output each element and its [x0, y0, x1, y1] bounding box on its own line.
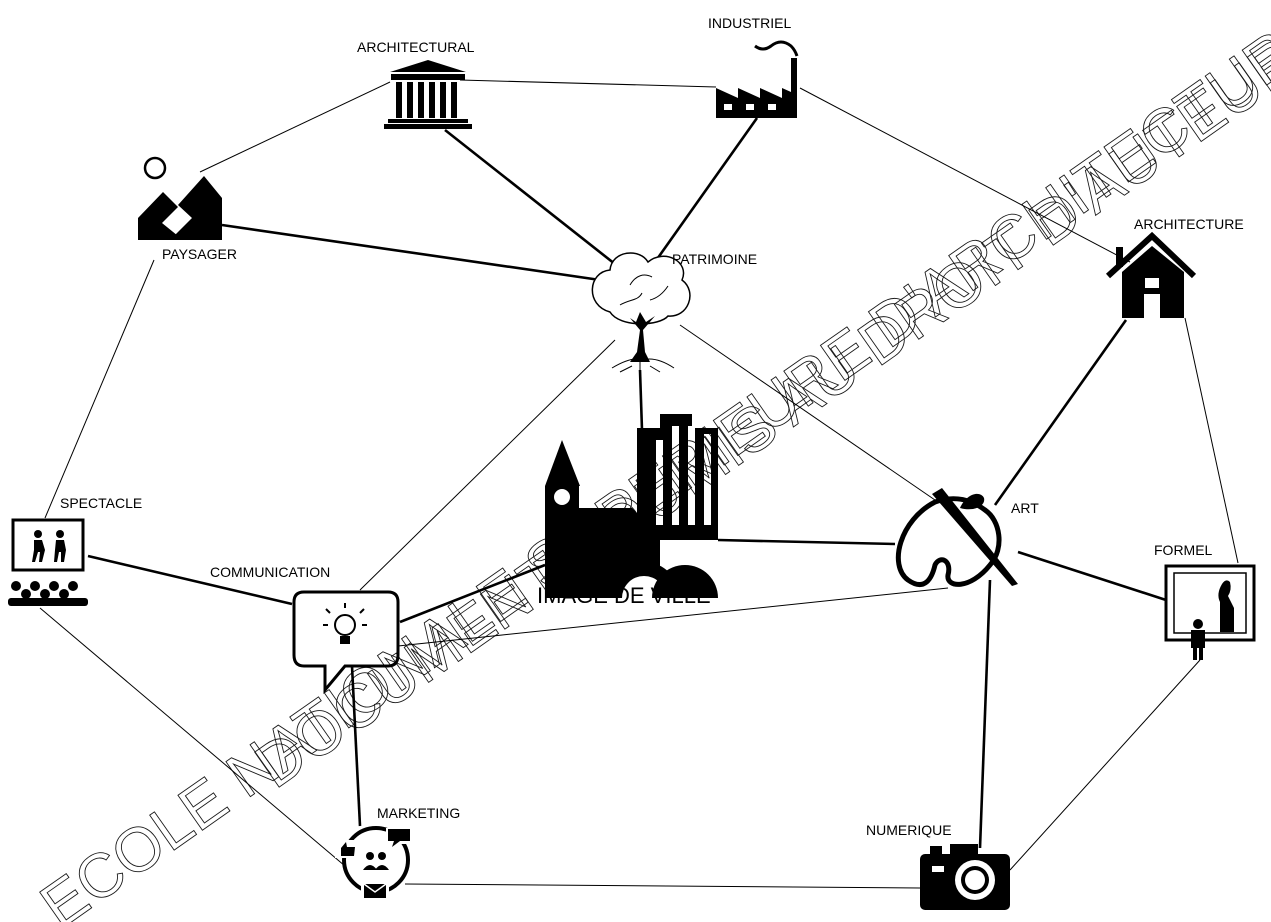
edge-patrimoine-communication [359, 339, 616, 591]
edge-architectural-patrimoine [444, 128, 621, 270]
edge-marketing-numerique [404, 883, 921, 889]
edge-art-formel [1017, 550, 1167, 602]
node-label-spectacle: SPECTACLE [60, 495, 142, 511]
node-label-marketing: MARKETING [377, 805, 460, 821]
landscape-icon [138, 156, 222, 240]
edge-architectural-industriel [459, 79, 717, 88]
watermark: ECOLE NATIONALE SUPERIEURE D'ARCHITECTUR… [28, 0, 1271, 922]
edge-patrimoine-center [638, 369, 644, 431]
edge-center-art [717, 538, 896, 546]
house-icon [1105, 231, 1197, 318]
edge-paysager-patrimoine [221, 223, 601, 282]
audience-stage-icon [8, 518, 88, 606]
node-label-communication: COMMUNICATION [210, 564, 330, 580]
center-label: IMAGE DE VILLE [537, 583, 711, 608]
palette-icon [895, 488, 1018, 588]
edge-center-communication [399, 563, 546, 624]
edge-architecture-formel [1184, 317, 1239, 564]
classical-building-icon [384, 60, 472, 129]
node-label-patrimoine: PATRIMOINE [672, 251, 757, 267]
node-label-industriel: INDUSTRIEL [708, 15, 791, 31]
node-label-numerique: NUMERIQUE [866, 822, 952, 838]
edge-industriel-patrimoine [653, 117, 759, 263]
node-label-paysager: PAYSAGER [162, 246, 237, 262]
edge-patrimoine-art [679, 324, 936, 501]
edges [39, 79, 1239, 889]
city-skyline-icon [545, 414, 718, 598]
lightbulb-speech-icon [292, 590, 400, 695]
tree-roots-icon [591, 252, 691, 373]
watermark-line-2: DOCUMENT SOUMIS AU DROIT D'AUTEUR [243, 24, 1271, 801]
node-label-architectural: ARCHITECTURAL [357, 39, 475, 55]
framed-painting-icon [1164, 564, 1256, 660]
edge-architecture-art [993, 319, 1128, 506]
edge-spectacle-marketing [39, 607, 346, 867]
edge-formel-numerique [1009, 659, 1201, 871]
edge-paysager-spectacle [44, 259, 155, 519]
edge-art-communication [397, 587, 949, 647]
edge-industriel-architecture [799, 87, 1131, 263]
node-label-architecture: ARCHITECTURE [1134, 216, 1244, 232]
marketing-cycle-icon [335, 826, 412, 902]
node-label-art: ART [1011, 500, 1039, 516]
node-label-formel: FORMEL [1154, 542, 1213, 558]
camera-icon [920, 844, 1010, 910]
factory-icon [716, 40, 799, 118]
edge-architectural-paysager [199, 81, 391, 173]
edge-communication-marketing [350, 665, 362, 827]
edge-art-numerique [978, 579, 992, 849]
edge-spectacle-communication [87, 554, 293, 606]
